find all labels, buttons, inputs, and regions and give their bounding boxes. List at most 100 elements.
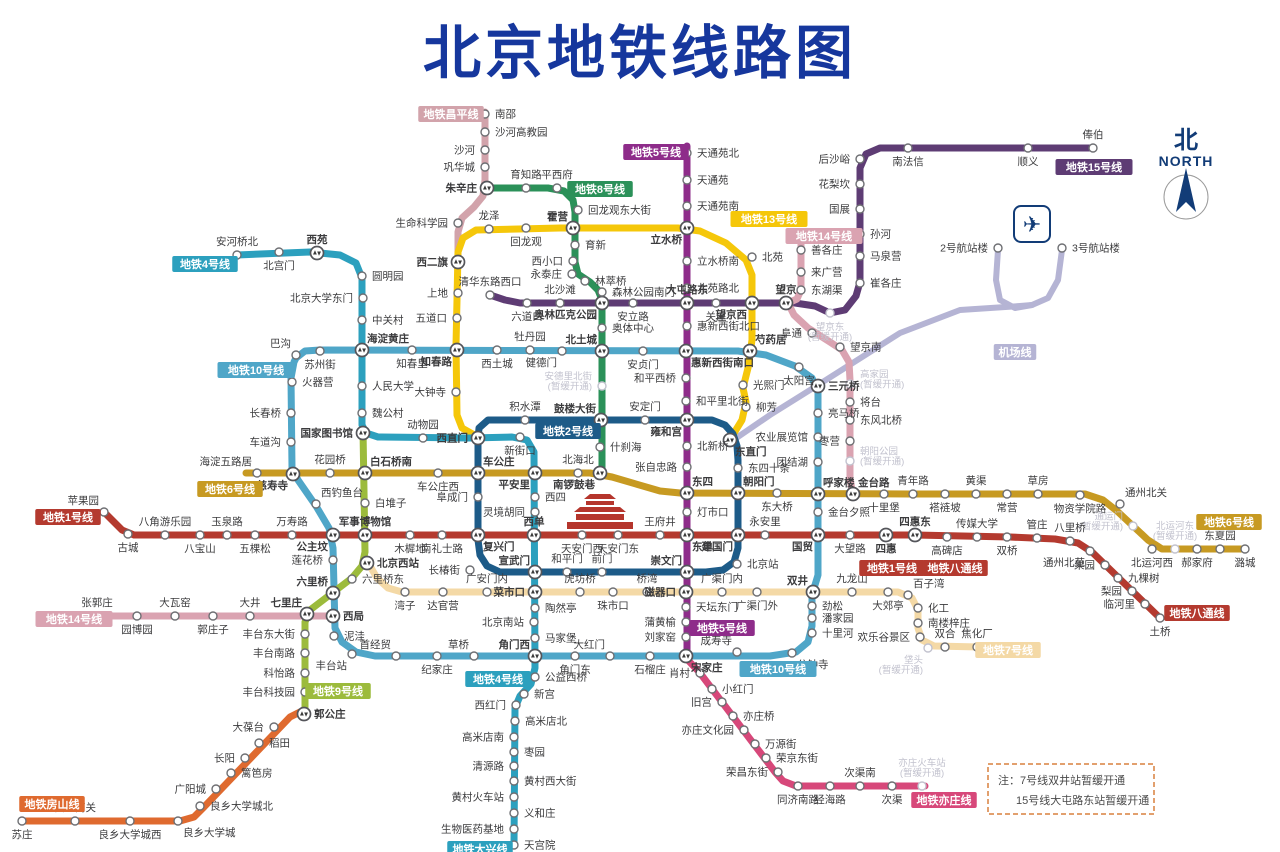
line-badge-label: 地铁10号线 <box>750 662 806 676</box>
station-marker <box>682 201 692 211</box>
station-label: 太阳宫 <box>783 374 815 387</box>
station-marker <box>509 808 519 818</box>
station-label: 团结湖 <box>777 456 809 469</box>
station-marker <box>525 345 535 355</box>
station-marker <box>682 283 692 293</box>
station-label: 大葆台 <box>233 721 265 734</box>
station-label: 阜通 <box>781 327 802 340</box>
station-label: 林萃桥 <box>595 275 627 288</box>
station-label: 常营 <box>997 501 1018 514</box>
station-label: 百子湾 <box>913 577 945 590</box>
station-marker <box>717 697 727 707</box>
line-badge <box>567 181 633 197</box>
station-label: 科怡路 <box>264 667 296 680</box>
station-marker <box>453 288 463 298</box>
station-marker <box>509 747 519 757</box>
station-label: 东四十条 <box>748 462 790 475</box>
station-marker <box>678 584 694 600</box>
station-label: 北土城 <box>566 333 598 346</box>
station-label: 南楼梓庄 <box>928 617 970 630</box>
station-marker <box>682 256 692 266</box>
station-marker <box>679 527 695 543</box>
station-label: 建国门 <box>701 540 734 553</box>
station-label: 知春里 <box>396 357 428 370</box>
station-marker <box>1140 599 1150 609</box>
station-label: 草房 <box>1028 474 1049 487</box>
station-marker <box>1192 544 1202 554</box>
station-label: 大屯路东 <box>666 283 708 296</box>
station-marker <box>845 486 861 502</box>
station-marker <box>355 425 371 441</box>
station-marker <box>453 218 463 228</box>
station-marker <box>358 293 368 303</box>
station-marker <box>594 295 610 311</box>
station-marker <box>1113 573 1123 583</box>
station-marker <box>509 761 519 771</box>
station-marker <box>810 527 826 543</box>
station-label: 车公庄西 <box>417 480 459 493</box>
station-marker <box>807 601 817 611</box>
station-label: 通州北关 <box>1125 486 1167 499</box>
station-label: 大望路 <box>834 542 866 555</box>
station-marker <box>942 532 952 542</box>
station-label: 西土城 <box>481 357 513 370</box>
station-marker <box>845 379 855 389</box>
station-label: 安德里北街(暂缓开通) <box>544 371 592 393</box>
line-badge <box>465 671 531 687</box>
line-badge-label: 地铁13号线 <box>741 212 797 226</box>
station-label: 白石桥南 <box>370 455 412 468</box>
station-marker <box>521 183 531 193</box>
station-marker <box>750 739 760 749</box>
station-marker <box>565 220 581 236</box>
line-badge <box>785 228 863 244</box>
station-marker <box>1170 544 1180 554</box>
station-marker <box>845 436 855 446</box>
station-marker <box>940 489 950 499</box>
station-label: 白堆子 <box>375 497 407 510</box>
station-label: 马家堡 <box>545 632 577 645</box>
station-marker <box>173 816 183 826</box>
station-label: 光熙门 <box>753 379 785 392</box>
station-label: 平安里 <box>499 478 531 491</box>
station-label: 南锣鼓巷 <box>553 478 595 491</box>
station-marker <box>1023 143 1033 153</box>
station-marker <box>972 532 982 542</box>
station-marker <box>530 492 540 502</box>
line-badge <box>35 509 101 525</box>
line-badge-label: 地铁14号线 <box>46 612 102 626</box>
line-badge <box>911 792 977 808</box>
station-marker <box>993 243 1003 253</box>
station-marker <box>254 738 264 748</box>
station-label: 什刹海 <box>610 441 642 454</box>
station-label: 莲花桥 <box>292 554 324 567</box>
station-marker <box>913 618 923 628</box>
station-marker <box>515 432 525 442</box>
station-marker <box>480 162 490 172</box>
station-marker <box>592 465 608 481</box>
line-badge <box>1055 159 1133 175</box>
station-label: 来广营 <box>811 266 843 279</box>
station-label: 纪家庄 <box>421 663 453 676</box>
station-marker <box>450 254 466 270</box>
station-marker <box>484 224 494 234</box>
station-marker <box>465 565 475 575</box>
line-badge-label: 地铁八通线 <box>1170 606 1225 620</box>
station-marker <box>354 342 370 358</box>
station-label: 成寿寺 <box>701 634 733 647</box>
station-marker <box>482 587 492 597</box>
station-marker <box>287 530 297 540</box>
station-label: 黄渠 <box>966 474 987 487</box>
station-marker <box>903 143 913 153</box>
station-marker <box>682 175 692 185</box>
station-label: 古城 <box>118 541 139 554</box>
station-marker <box>1128 521 1138 531</box>
station-label: 临河里 <box>1104 598 1136 611</box>
station-marker <box>645 651 655 661</box>
station-label: 义和庄 <box>524 807 556 820</box>
station-marker <box>608 587 618 597</box>
station-label: 潞城 <box>1235 556 1257 569</box>
station-label: 奥体中心 <box>612 322 654 335</box>
station-marker <box>793 781 803 791</box>
station-marker <box>300 668 310 678</box>
